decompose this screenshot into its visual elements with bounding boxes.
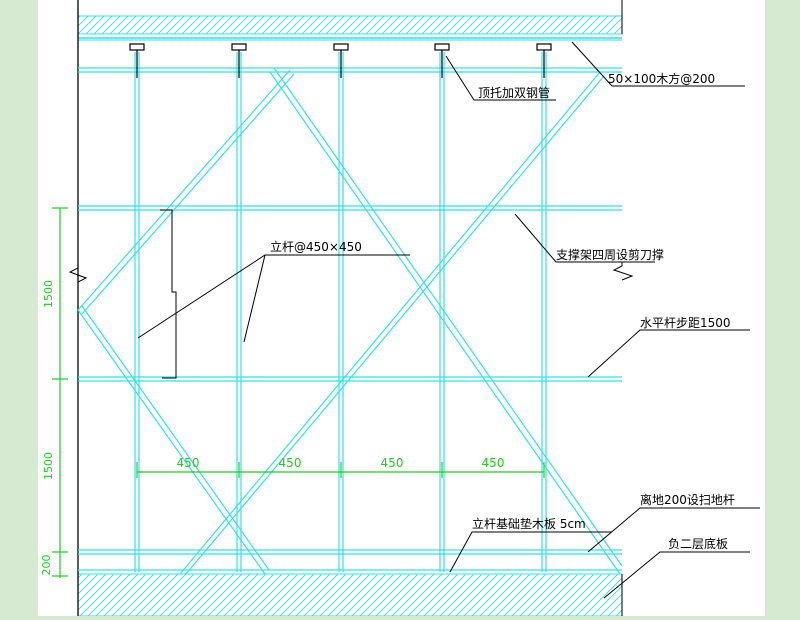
label-top-support: 顶托加双钢管 [478, 85, 550, 100]
top-supports [129, 43, 552, 78]
leader-vertical-pole-2 [243, 254, 266, 343]
brace-a2 [81, 73, 295, 315]
label-top-timber: 50×100木方@200 [608, 71, 715, 86]
brace-b [77, 309, 266, 575]
label-scissor-brace: 支撑架四周设剪刀撑 [556, 247, 664, 262]
brace-d [179, 71, 601, 575]
brace-c [269, 71, 621, 575]
brace-c2 [273, 67, 623, 567]
brace-d2 [185, 75, 605, 575]
bottom-slab [77, 573, 623, 617]
top-slab [77, 15, 623, 35]
horizontal-bars [78, 67, 622, 571]
label-sweep-bar: 离地200设扫地杆 [640, 492, 735, 507]
label-horizontal-bar: 水平杆步距1500 [640, 316, 731, 330]
label-vertical-pole: 立杆@450×450 [270, 239, 362, 254]
dim-label-h4: 450 [482, 456, 505, 470]
dim-label-h3: 450 [381, 456, 404, 470]
dim-label-v1: 1500 [42, 280, 55, 308]
paper-sheet [38, 0, 765, 616]
leader-lines [137, 41, 760, 599]
leader-sweep-bar [587, 507, 760, 553]
scissor-braces [77, 67, 623, 575]
leader-top-timber [571, 41, 745, 87]
leader-base-board [449, 531, 612, 573]
brace-a [77, 69, 291, 311]
leader-floor-slab [603, 551, 750, 599]
dim-label-h2: 450 [279, 456, 302, 470]
bottom-dimension [136, 462, 545, 478]
leader-top-support [445, 55, 556, 101]
leader-scissor-brace [514, 213, 655, 263]
brace-b2 [81, 305, 270, 571]
left-dimension [52, 207, 68, 578]
break-symbol-right [612, 262, 634, 281]
dim-label-v2: 1500 [42, 452, 55, 480]
pole-bracket [160, 209, 177, 379]
dim-label-h1: 450 [177, 456, 200, 470]
leader-horizontal-bar [587, 329, 750, 378]
label-base-board: 立杆基础垫木板 5cm [472, 516, 586, 531]
label-floor-slab: 负二层底板 [668, 536, 728, 551]
dim-label-v3: 200 [40, 555, 53, 576]
break-symbol-left [68, 262, 88, 290]
